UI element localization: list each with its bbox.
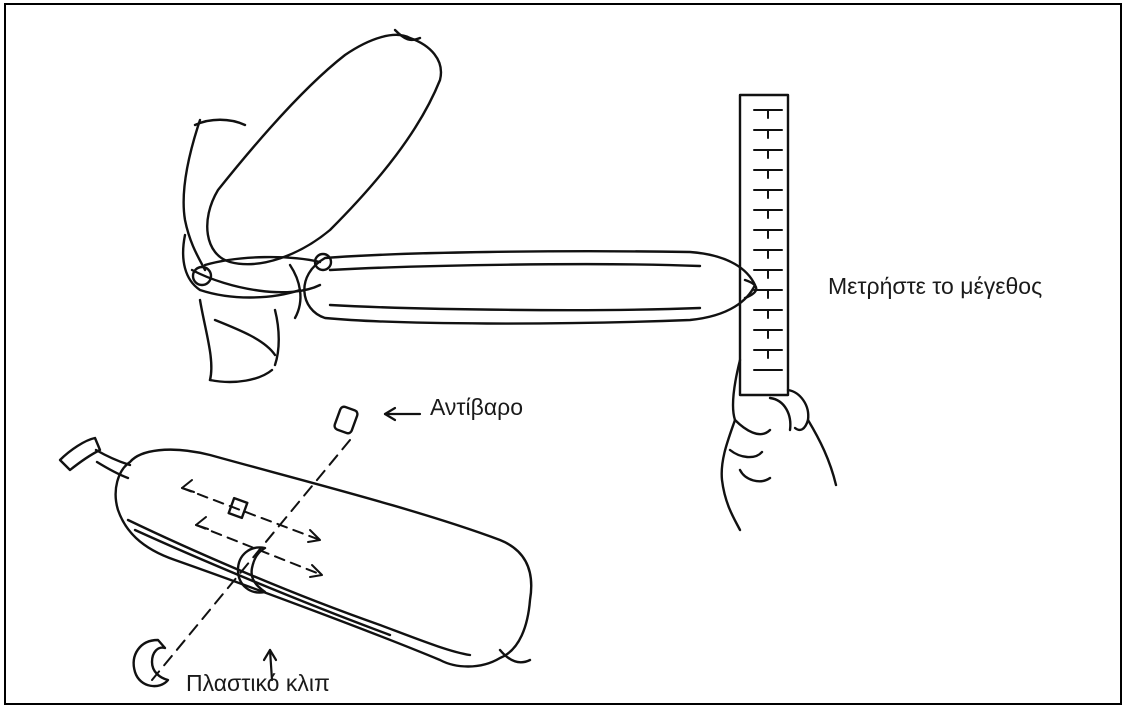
measure-size-label: Μετρήστε το μέγεθος — [828, 275, 1042, 298]
plastic-clip-label: Πλαστικό κλιπ — [186, 672, 330, 695]
hanging-bag-icon — [183, 30, 441, 382]
horizontal-bag-icon — [290, 251, 756, 323]
lower-bag-icon — [60, 438, 531, 667]
assembly-guides — [152, 440, 350, 680]
counterweight-label: Αντίβαρο — [430, 396, 523, 419]
measuring-ruler-icon — [740, 95, 788, 395]
counterweight-icon — [229, 406, 359, 518]
